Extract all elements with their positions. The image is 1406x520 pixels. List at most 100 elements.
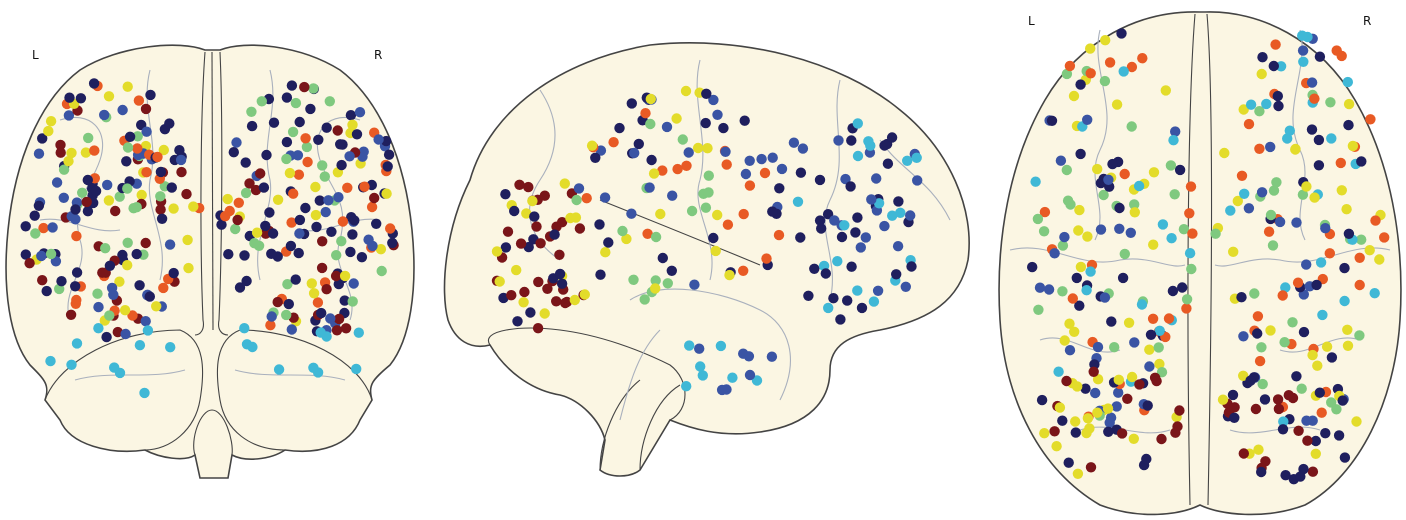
electrode-marker (1302, 435, 1313, 446)
electrode-marker (1174, 164, 1186, 176)
electrode-marker (852, 118, 863, 129)
electrode-marker (677, 134, 688, 145)
electrode-marker (823, 302, 834, 314)
electrode-marker (751, 375, 763, 386)
electrode-marker (1033, 304, 1044, 315)
electrode-marker (1268, 185, 1280, 196)
electrode-marker (814, 215, 826, 226)
electrode-marker (1098, 189, 1109, 201)
electrode-marker (133, 95, 145, 106)
electrode-marker (1107, 158, 1118, 170)
electrode-marker (1080, 383, 1091, 394)
electrode-marker (617, 225, 628, 237)
electrode-marker (1103, 174, 1114, 185)
electrode-marker (1260, 456, 1271, 467)
electrode-marker (317, 236, 328, 247)
electrode-marker (738, 348, 749, 359)
electrode-marker (70, 204, 81, 215)
electrode-marker (1072, 468, 1084, 479)
electrode-marker (1114, 223, 1125, 234)
electrode-marker (1339, 452, 1351, 463)
electrode-marker (1228, 246, 1239, 257)
electrode-marker (273, 364, 285, 375)
electrode-marker (272, 194, 284, 205)
electrode-marker (1314, 51, 1326, 62)
electrode-marker (1148, 239, 1159, 250)
axial-left-label: L (1028, 14, 1035, 28)
electrode-marker (340, 323, 352, 334)
electrode-marker (1354, 330, 1365, 341)
electrode-marker (708, 94, 719, 106)
electrode-marker (1347, 140, 1359, 152)
electrode-marker (882, 158, 894, 169)
electrode-marker (358, 146, 369, 157)
electrode-marker (1142, 400, 1153, 411)
electrode-marker (281, 92, 293, 103)
electrode-marker (1256, 187, 1268, 198)
electrode-marker (1298, 326, 1310, 338)
electrode-marker (1064, 345, 1076, 356)
electrode-marker (1095, 224, 1107, 235)
electrode-marker (75, 93, 87, 104)
electrode-marker (1174, 405, 1185, 416)
electrode-marker (621, 233, 632, 245)
electrode-marker (809, 263, 820, 274)
electrode-marker (335, 139, 346, 150)
electrode-marker (695, 361, 706, 372)
electrode-marker (1113, 374, 1125, 385)
electrode-marker (290, 274, 301, 285)
electrode-marker (331, 325, 343, 336)
electrode-marker (1324, 248, 1336, 259)
electrode-marker (313, 134, 324, 145)
electrode-marker (1326, 397, 1337, 408)
electrode-marker (82, 174, 94, 186)
electrode-marker (97, 267, 108, 278)
electrode-marker (1333, 430, 1345, 441)
electrode-marker (1104, 57, 1116, 68)
electrode-marker (56, 276, 67, 287)
electrode-marker (1075, 79, 1086, 90)
coronal-cerebellum-right (216, 329, 373, 451)
electrode-marker (216, 219, 227, 230)
electrode-marker (58, 192, 69, 203)
electrode-marker (1245, 375, 1256, 386)
electrode-marker (600, 247, 611, 258)
electrode-marker (1187, 228, 1198, 239)
electrode-marker (319, 171, 330, 182)
electrode-marker (1364, 245, 1375, 256)
electrode-marker (852, 150, 864, 162)
electrode-marker (1099, 75, 1111, 87)
electrode-marker (561, 296, 573, 308)
electrode-marker (715, 340, 727, 352)
electrode-marker (142, 325, 154, 336)
electrode-marker (1085, 68, 1096, 79)
electrode-marker (233, 197, 244, 208)
electrode-marker (222, 193, 233, 205)
electrode-marker (156, 213, 168, 224)
electrode-marker (551, 296, 562, 307)
electrode-marker (1075, 261, 1087, 273)
electrode-marker (871, 173, 882, 184)
electrode-marker (1082, 231, 1093, 242)
electrode-marker (294, 228, 305, 239)
electrode-marker (71, 230, 82, 242)
electrode-marker (99, 109, 110, 121)
electrode-marker (286, 217, 297, 228)
electrode-marker (1315, 257, 1327, 268)
electrode-marker (165, 342, 176, 353)
electrode-marker (260, 220, 271, 232)
electrode-marker (1072, 381, 1083, 392)
electrode-marker (140, 316, 151, 327)
electrode-marker (1337, 395, 1348, 406)
electrode-marker (1236, 292, 1247, 303)
electrode-marker (1219, 147, 1230, 159)
electrode-marker (305, 103, 316, 115)
electrode-marker (1267, 240, 1279, 251)
electrode-marker (249, 238, 260, 249)
electrode-marker (1250, 403, 1262, 415)
electrode-marker (102, 179, 113, 191)
electrode-marker (766, 351, 778, 362)
electrode-marker (703, 170, 714, 181)
electrode-marker (565, 212, 576, 224)
electrode-marker (1314, 387, 1326, 398)
